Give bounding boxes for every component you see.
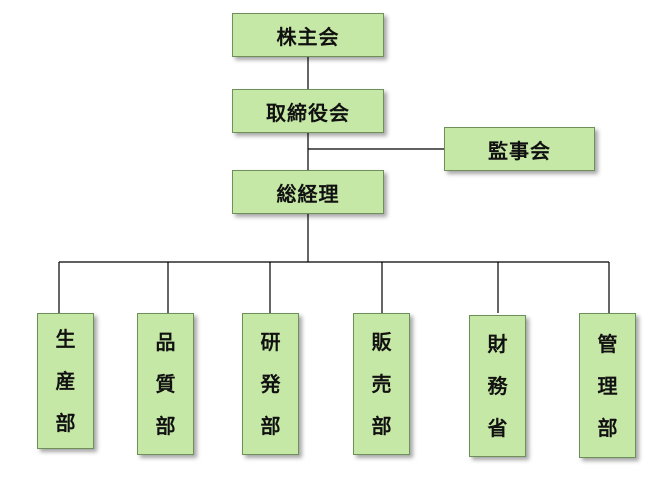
department-label: 研発部 xyxy=(261,321,281,447)
department-label-char: 部 xyxy=(155,414,176,438)
department-label: 販売部 xyxy=(372,321,392,447)
department-label-char: 産 xyxy=(55,369,76,393)
department-label-char: 部 xyxy=(260,414,281,438)
department-label-char: 理 xyxy=(597,373,618,398)
department-label: 管理部 xyxy=(598,323,618,449)
department-label-char: 部 xyxy=(597,415,618,440)
department-box-production: 生産部 xyxy=(37,313,94,449)
department-label-char: 管 xyxy=(597,331,618,356)
board-box: 取締役会 xyxy=(232,89,384,133)
board-label: 取締役会 xyxy=(266,100,350,125)
general-manager-label: 総経理 xyxy=(276,181,340,206)
general-manager-box: 総経理 xyxy=(232,170,384,214)
department-box-admin: 管理部 xyxy=(579,313,636,458)
department-label: 品質部 xyxy=(156,321,176,447)
auditors-label: 監事会 xyxy=(488,138,551,163)
auditors-box: 監事会 xyxy=(444,127,595,171)
department-label-char: 省 xyxy=(487,416,508,440)
department-box-quality: 品質部 xyxy=(137,313,194,455)
department-label-char: 品 xyxy=(155,330,176,354)
department-label-char: 部 xyxy=(371,414,392,438)
department-label-char: 質 xyxy=(155,372,176,396)
department-label-char: 財 xyxy=(487,332,508,356)
department-label-char: 生 xyxy=(55,327,76,351)
department-label-char: 発 xyxy=(260,372,281,396)
shareholders-box: 株主会 xyxy=(232,13,384,57)
department-label: 生産部 xyxy=(56,318,76,444)
department-label-char: 部 xyxy=(55,411,76,435)
department-box-rnd: 研発部 xyxy=(242,313,299,455)
department-label: 財務省 xyxy=(488,323,508,449)
shareholders-label: 株主会 xyxy=(276,24,340,49)
department-label-char: 売 xyxy=(371,372,392,396)
department-label-char: 務 xyxy=(487,374,508,398)
department-label-char: 販 xyxy=(371,330,392,354)
department-box-finance: 財務省 xyxy=(469,315,526,457)
department-label-char: 研 xyxy=(260,330,281,354)
department-box-sales: 販売部 xyxy=(353,313,410,455)
